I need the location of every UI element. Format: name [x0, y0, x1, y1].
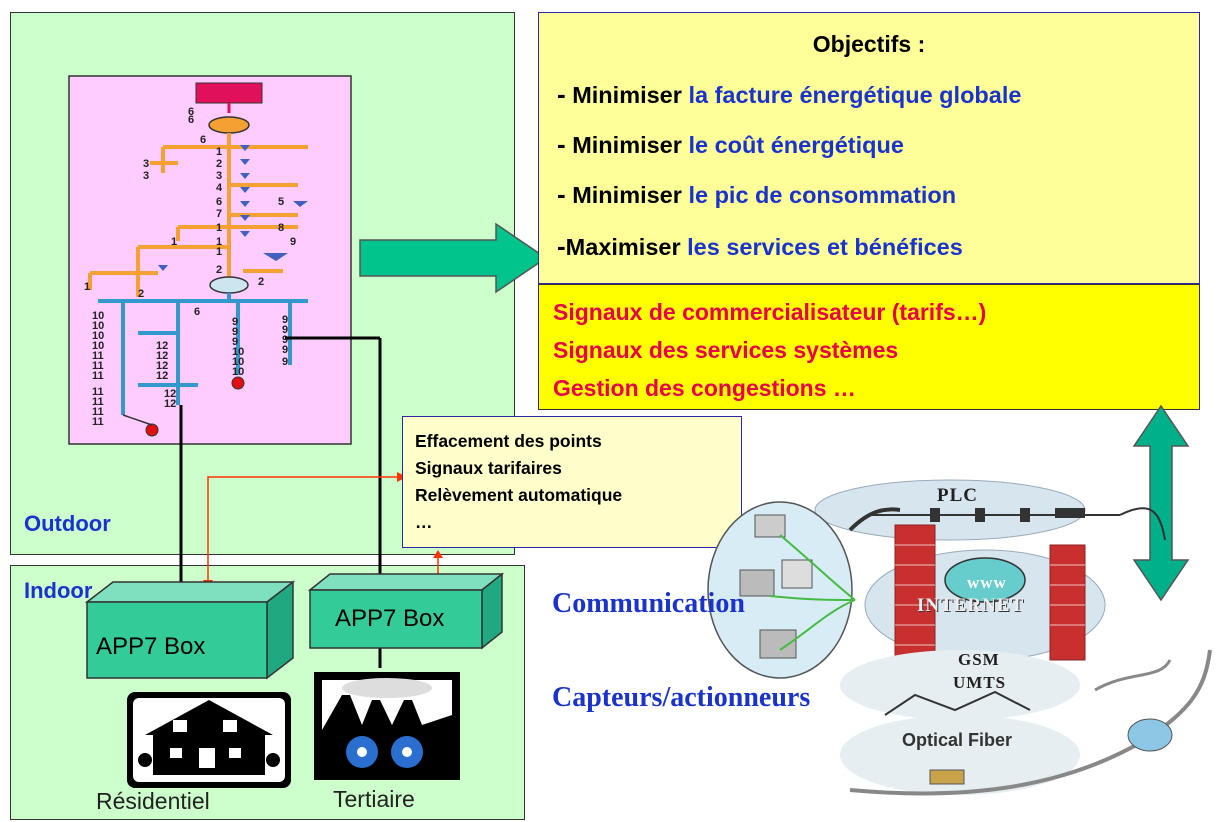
- svg-text:10: 10: [232, 346, 244, 358]
- svg-text:1: 1: [171, 236, 177, 248]
- svg-text:9: 9: [290, 236, 296, 248]
- load-control-line: Relèvement automatique: [415, 485, 623, 505]
- objectives-box: Objectifs : - Minimiser la facture énerg…: [538, 12, 1200, 284]
- objective-item: - Minimiser le pic de consommation: [557, 179, 957, 209]
- svg-text:6: 6: [216, 196, 222, 208]
- svg-text:9: 9: [282, 334, 288, 346]
- svg-text:3: 3: [143, 170, 149, 182]
- svg-text:1: 1: [216, 246, 222, 258]
- app7-box-right-label: APP7 Box: [335, 605, 445, 632]
- svg-text:11: 11: [92, 370, 104, 382]
- svg-text:10: 10: [92, 340, 104, 352]
- arrow-to-objectives-icon: [359, 222, 548, 294]
- svg-text:12: 12: [156, 350, 168, 362]
- app7-box-right-icon: [308, 572, 504, 650]
- objective-item: -Maximiser les services et bénéfices: [557, 231, 963, 261]
- svg-text:6: 6: [194, 306, 200, 318]
- communication-network-illustration: [707, 479, 1212, 796]
- svg-text:12: 12: [164, 388, 176, 400]
- objective-item: - Minimiser la facture énergétique globa…: [557, 79, 1022, 109]
- svg-text:11: 11: [92, 350, 104, 362]
- svg-text:4: 4: [216, 182, 223, 194]
- objective-item: - Minimiser le coût énergétique: [557, 129, 904, 159]
- objectives-title: Objectifs :: [812, 31, 926, 57]
- svg-text:11: 11: [92, 396, 104, 408]
- signal-line: Signaux de commercialisateur (tarifs…): [553, 299, 987, 325]
- svg-text:12: 12: [156, 370, 168, 382]
- house-icon: [127, 692, 291, 788]
- svg-text:2: 2: [138, 288, 144, 300]
- svg-text:9: 9: [232, 336, 238, 348]
- signal-line: Signaux des services systèmes: [553, 337, 899, 363]
- svg-text:9: 9: [282, 314, 288, 326]
- svg-text:2: 2: [216, 264, 222, 276]
- svg-text:11: 11: [92, 406, 104, 418]
- svg-text:11: 11: [92, 360, 104, 372]
- svg-text:9: 9: [232, 326, 238, 338]
- load-control-line: Signaux tarifaires: [415, 458, 562, 478]
- sensors-actuators-label: Capteurs/actionneurs: [552, 682, 811, 713]
- app7-box-left-icon: [85, 580, 295, 680]
- gsm-label: GSM: [958, 650, 1000, 669]
- svg-text:1: 1: [84, 281, 90, 293]
- svg-text:10: 10: [232, 356, 244, 368]
- svg-text:12: 12: [156, 340, 168, 352]
- svg-text:12: 12: [156, 360, 168, 372]
- svg-text:10: 10: [92, 330, 104, 342]
- svg-text:3: 3: [143, 158, 149, 170]
- svg-text:9: 9: [232, 316, 238, 328]
- svg-text:9: 9: [282, 344, 288, 356]
- communication-label: Communication: [552, 588, 745, 619]
- svg-text:7: 7: [216, 208, 222, 220]
- bidirectional-arrow-icon: [1132, 404, 1190, 602]
- svg-text:2: 2: [216, 158, 222, 170]
- outdoor-label: Outdoor: [24, 511, 111, 536]
- svg-text:11: 11: [92, 386, 104, 398]
- svg-text:1: 1: [216, 236, 222, 248]
- plc-label: PLC: [937, 485, 978, 506]
- app7-box-left-label: APP7 Box: [96, 633, 206, 660]
- residential-caption: Résidentiel: [96, 788, 210, 814]
- svg-text:12: 12: [164, 398, 176, 410]
- svg-text:10: 10: [92, 310, 104, 322]
- umts-label: UMTS: [953, 673, 1007, 692]
- load-control-line: Effacement des points: [415, 431, 602, 451]
- svg-text:5: 5: [278, 196, 284, 208]
- load-control-box: Effacement des points Signaux tarifaires…: [402, 416, 742, 548]
- svg-text:11: 11: [92, 416, 104, 428]
- svg-text:10: 10: [232, 366, 244, 378]
- svg-text:3: 3: [216, 170, 222, 182]
- factory-icon: [314, 672, 460, 780]
- svg-text:1: 1: [216, 222, 222, 234]
- svg-text:9: 9: [282, 324, 288, 336]
- svg-text:10: 10: [92, 320, 104, 332]
- svg-text:8: 8: [278, 222, 284, 234]
- svg-text:9: 9: [282, 356, 288, 368]
- load-control-line: …: [415, 512, 433, 532]
- svg-text:1: 1: [216, 146, 222, 158]
- tertiary-caption: Tertiaire: [333, 786, 415, 812]
- svg-text:6: 6: [188, 114, 194, 126]
- www-label: www: [967, 573, 1007, 592]
- svg-text:2: 2: [258, 276, 264, 288]
- indoor-label: Indoor: [24, 578, 93, 603]
- internet-label: INTERNET: [917, 595, 1025, 616]
- signals-box: Signaux de commercialisateur (tarifs…) S…: [538, 284, 1200, 410]
- svg-text:6: 6: [200, 134, 206, 146]
- svg-text:6: 6: [188, 106, 194, 118]
- signal-line: Gestion des congestions …: [553, 375, 856, 401]
- fiber-label: Optical Fiber: [902, 730, 1013, 750]
